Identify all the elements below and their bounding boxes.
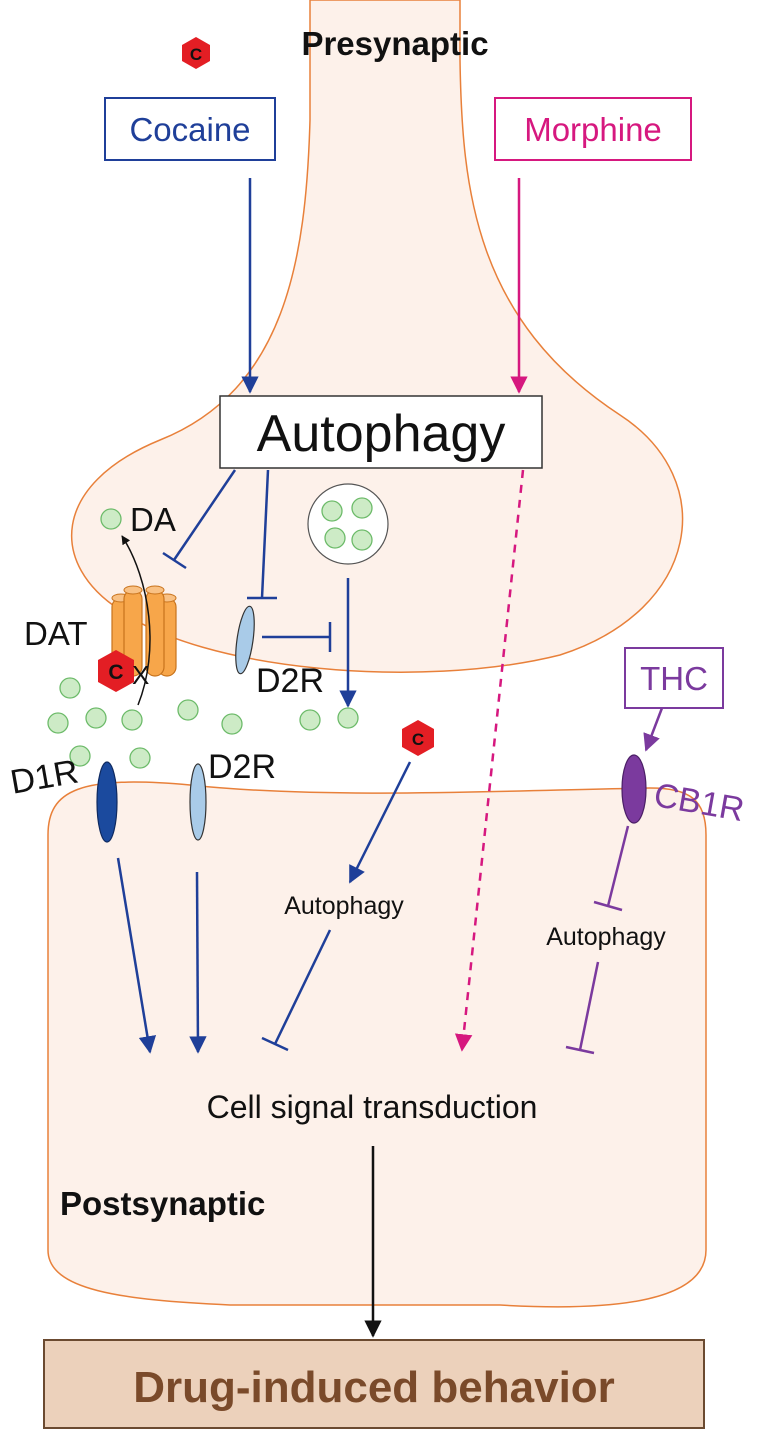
dat-reuptake-arrow bbox=[121, 535, 151, 706]
autophagy-main-label: Autophagy bbox=[257, 405, 506, 463]
cocaine-badge-post: C bbox=[402, 720, 434, 756]
d2r-postsynaptic-receptor bbox=[189, 763, 207, 841]
d1r-to-signal-arrow bbox=[116, 857, 157, 1054]
thc-autophagy-inhibits-signal bbox=[565, 961, 600, 1055]
cell-signal-label: Cell signal transduction bbox=[207, 1089, 538, 1125]
autophagy-inhibits-d2r bbox=[247, 469, 277, 600]
cocaine-box bbox=[104, 97, 276, 161]
vesicle-pack bbox=[307, 483, 389, 565]
d2r-presynaptic-label: D2R bbox=[256, 662, 324, 700]
behavior-box bbox=[43, 1339, 705, 1429]
cocaine-autophagy-inhibits-signal bbox=[261, 929, 332, 1052]
postsynaptic-label: Postsynaptic bbox=[60, 1185, 265, 1222]
d2r-postsynaptic-label: D2R bbox=[208, 748, 276, 786]
da-vesicle bbox=[100, 508, 122, 530]
cocaine-label: Cocaine bbox=[129, 111, 250, 148]
presynaptic-label: Presynaptic bbox=[301, 25, 488, 62]
thc-to-cb1r-arrow bbox=[643, 707, 664, 752]
cocaine-autophagy-label: Autophagy bbox=[284, 892, 404, 920]
thc-box bbox=[624, 647, 724, 709]
thc-label: THC bbox=[640, 660, 708, 697]
dat-transporter bbox=[111, 585, 177, 677]
d1r-receptor bbox=[96, 761, 118, 843]
autophagy-inhibits-dat bbox=[162, 469, 237, 570]
cb1r-inhibits-autophagy bbox=[593, 825, 630, 912]
dat-label: DAT bbox=[24, 615, 88, 652]
cocaine-badge-dat: C bbox=[98, 650, 134, 692]
d2r-to-signal-arrow bbox=[189, 871, 207, 1054]
morphine-dashed-arrow bbox=[454, 469, 525, 1052]
postsynaptic-cell bbox=[47, 781, 707, 1308]
cb1r-receptor bbox=[621, 754, 647, 824]
autophagy-main-box bbox=[219, 395, 543, 469]
morphine-box bbox=[494, 97, 692, 161]
morphine-label: Morphine bbox=[524, 111, 662, 148]
da-label: DA bbox=[130, 501, 176, 538]
thc-autophagy-label: Autophagy bbox=[546, 923, 666, 951]
cleft-dopamine bbox=[47, 677, 359, 769]
d2r-inhibits-release bbox=[262, 622, 332, 652]
d2r-presynaptic-receptor bbox=[235, 605, 255, 675]
behavior-label: Drug-induced behavior bbox=[133, 1363, 615, 1412]
cocaine-badge-top: C bbox=[182, 37, 210, 69]
cocaine-badge-letter: C bbox=[108, 661, 123, 684]
cocaine-to-postsynaptic-autophagy-arrow bbox=[348, 761, 412, 884]
cocaine-badge-letter: C bbox=[190, 45, 202, 64]
dat-block-mark: X bbox=[132, 660, 149, 690]
cocaine-badge-letter: C bbox=[412, 730, 424, 749]
